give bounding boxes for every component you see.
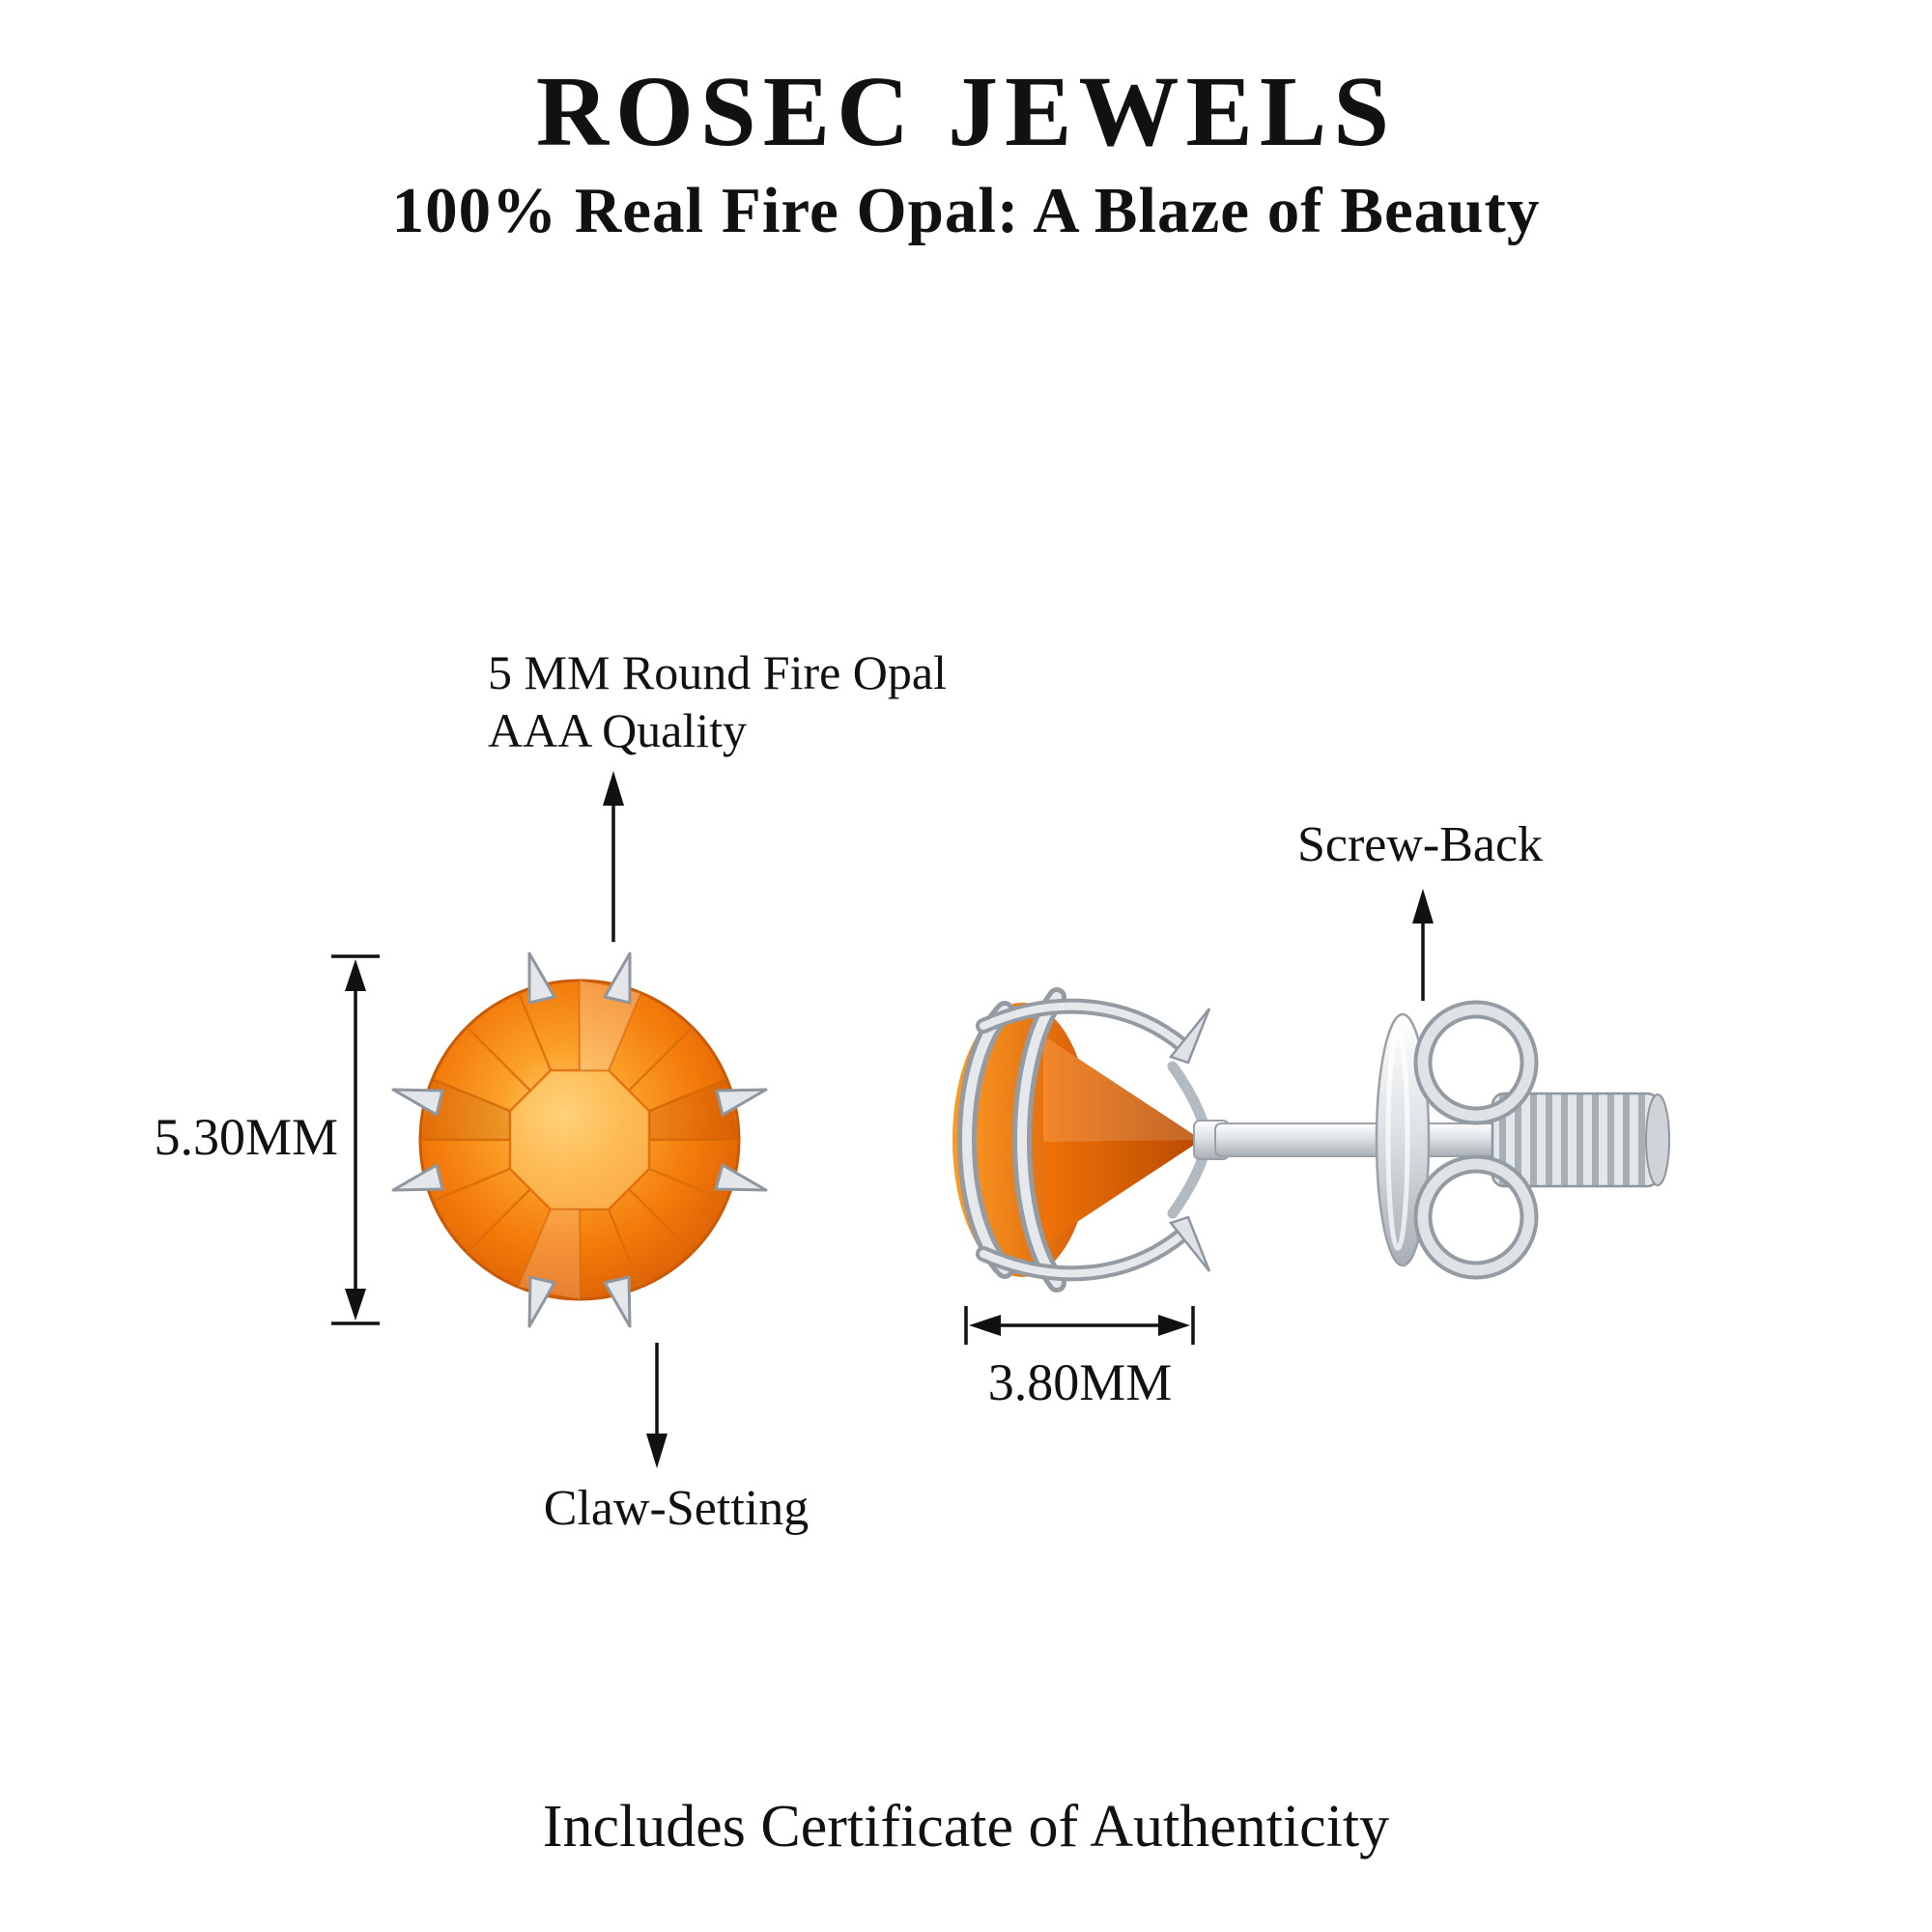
basket-bar-outer-highlight — [962, 1006, 1009, 1274]
height-dim-arrow-down-icon — [345, 1289, 366, 1321]
screw-back-label: Screw-Back — [1296, 817, 1544, 872]
claw-prong-icon — [391, 1163, 444, 1192]
claw-prong-icon — [603, 1275, 632, 1328]
stone-annotation-line1: 5 MM Round Fire Opal — [488, 645, 947, 699]
screwback-callout-arrowhead-icon — [1412, 889, 1434, 923]
side-view-earring — [952, 987, 1670, 1293]
width-dim-arrow-left-icon — [969, 1315, 1001, 1336]
screw-back-disc-highlight — [1385, 1029, 1410, 1251]
butterfly-loop-bottom-highlight — [1417, 1158, 1535, 1276]
stone-callout-arrowhead-icon — [603, 771, 624, 806]
height-dim-arrow-up-icon — [345, 959, 366, 991]
earring-post — [1214, 1122, 1506, 1157]
dimension-lines — [331, 954, 1195, 1345]
front-view-earring — [391, 952, 768, 1328]
clawsetting-callout-arrowhead-icon — [646, 1434, 668, 1468]
claw-setting-label: Claw-Setting — [543, 1481, 810, 1536]
stone-annotation-line2: AAA Quality — [488, 703, 748, 757]
claw-prong-icon — [391, 1088, 444, 1117]
stone-facets — [420, 980, 739, 1299]
basket-rail-top-highlight — [980, 1002, 1186, 1049]
height-dimension-label: 5.30MM — [154, 1108, 338, 1166]
claw-prong-icon — [527, 952, 556, 1005]
tagline: 100% Real Fire Opal: A Blaze of Beauty — [391, 175, 1541, 246]
callout-arrows — [603, 771, 1434, 1468]
stone-pavilion — [1043, 1036, 1202, 1244]
claw-prong-icon — [603, 952, 632, 1005]
basket-rail-bottom-highlight — [980, 1231, 1186, 1278]
width-dimension-label: 3.80MM — [987, 1353, 1173, 1411]
post-tip — [1645, 1094, 1670, 1186]
stone-pavilion-highlight — [1043, 1036, 1202, 1142]
brand-title: ROSEC JEWELS — [535, 56, 1397, 167]
side-claw-bottom-icon — [1168, 1215, 1211, 1272]
certificate-note: Includes Certificate of Authenticity — [542, 1794, 1390, 1860]
claw-prong-icon — [527, 1275, 556, 1328]
width-dim-arrow-right-icon — [1158, 1315, 1190, 1336]
butterfly-loop-top-highlight — [1417, 1004, 1535, 1122]
side-claw-top-icon — [1168, 1008, 1211, 1065]
basket-bar-inner-highlight — [1017, 992, 1062, 1288]
claw-prong-icon — [715, 1088, 768, 1117]
stone-annotation: 5 MM Round Fire Opal AAA Quality — [488, 643, 947, 759]
stone-table-facet — [508, 1068, 651, 1211]
claw-prongs — [391, 952, 768, 1328]
claw-prong-icon — [714, 1163, 768, 1192]
